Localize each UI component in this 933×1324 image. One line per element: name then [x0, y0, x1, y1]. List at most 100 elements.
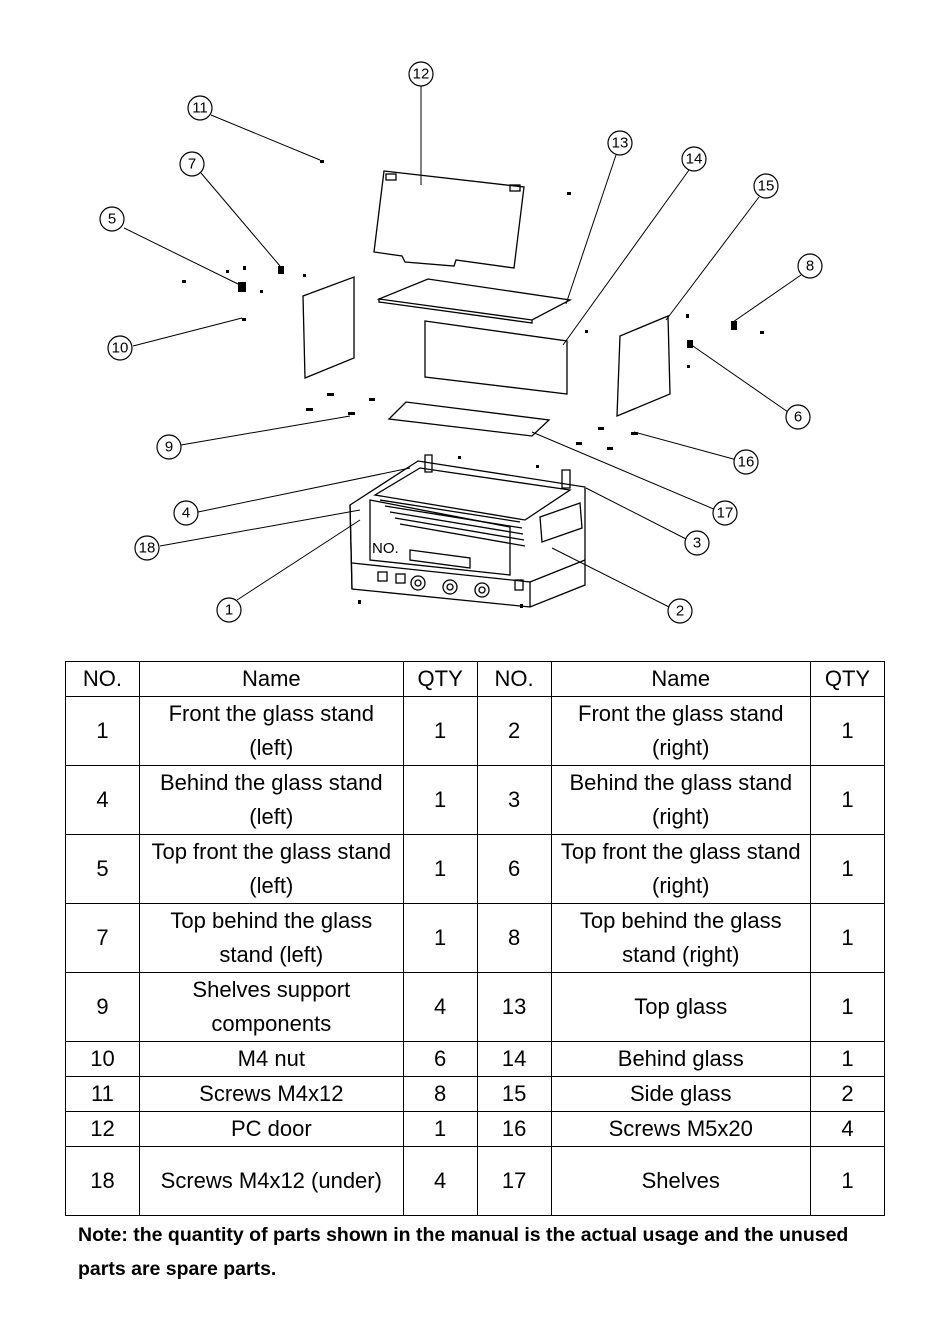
table-header-row: NO. Name QTY NO. Name QTY	[65, 661, 886, 697]
callout-14: 14	[686, 151, 703, 168]
callout-4-circle	[173, 500, 199, 526]
cell-no1: 10	[65, 1041, 140, 1077]
cell-name2: Behind glass	[550, 1041, 811, 1077]
cell-qty2: 4	[809, 1111, 886, 1147]
callout-12-circle	[408, 61, 434, 87]
cell-name1: Top front the glass stand (left)	[138, 834, 404, 904]
cell-qty1: 1	[402, 1111, 478, 1147]
cell-qty1: 8	[402, 1076, 478, 1112]
callout-15: 15	[758, 178, 775, 195]
header-qty-2: QTY	[809, 661, 886, 697]
machine-body	[349, 454, 586, 608]
callout-12: 12	[413, 66, 430, 83]
cell-qty2: 1	[809, 696, 886, 766]
callout-6: 6	[794, 409, 802, 426]
cell-qty1: 1	[402, 696, 478, 766]
callout-15-circle	[753, 173, 779, 199]
cell-qty1: 4	[402, 972, 478, 1042]
callout-4: 4	[182, 505, 190, 522]
cell-name1: PC door	[138, 1111, 404, 1147]
cell-no1: 9	[65, 972, 140, 1042]
cell-qty1: 1	[402, 834, 478, 904]
cell-no2: 2	[476, 696, 552, 766]
cell-name1: Front the glass stand (left)	[138, 696, 404, 766]
cell-name1: Screws M4x12	[138, 1076, 404, 1112]
part-side-glass-left	[302, 276, 355, 379]
cell-name2: Top behind the glass stand (right)	[550, 903, 811, 973]
cell-no2: 13	[476, 972, 552, 1042]
cell-name2: Top glass	[550, 972, 811, 1042]
cell-no2: 16	[476, 1111, 552, 1147]
cell-name1: Screws M4x12 (under)	[138, 1146, 404, 1216]
callout-8: 8	[806, 258, 814, 275]
cell-qty1: 1	[402, 765, 478, 835]
callout-13-circle	[607, 130, 633, 156]
callout-3-circle	[684, 530, 710, 556]
callout-1: 1	[225, 602, 233, 619]
callout-7: 7	[188, 156, 196, 173]
cell-qty2: 1	[809, 1146, 886, 1216]
part-shelves	[387, 401, 551, 437]
cell-no2: 8	[476, 903, 552, 973]
cell-no2: 14	[476, 1041, 552, 1077]
door-clip-right	[509, 184, 521, 192]
header-name-2: Name	[550, 661, 811, 697]
callout-9-circle	[156, 434, 182, 460]
callout-10: 10	[112, 340, 129, 357]
callout-18-circle	[134, 535, 160, 561]
cell-qty2: 1	[809, 765, 886, 835]
callout-18: 18	[139, 540, 156, 557]
callout-1-circle	[216, 597, 242, 623]
cell-no1: 12	[65, 1111, 140, 1147]
cell-no2: 3	[476, 765, 552, 835]
callout-13: 13	[612, 135, 629, 152]
cell-qty1: 4	[402, 1146, 478, 1216]
cell-qty2: 1	[809, 1041, 886, 1077]
callout-7-circle	[179, 151, 205, 177]
cell-name2: Behind the glass stand (right)	[550, 765, 811, 835]
callout-17: 17	[717, 505, 734, 522]
machine-label: NO.	[372, 540, 399, 557]
header-name: Name	[138, 661, 404, 697]
callout-3: 3	[693, 535, 701, 552]
part-behind-glass	[424, 320, 568, 395]
cell-no1: 18	[65, 1146, 140, 1216]
cell-qty1: 6	[402, 1041, 478, 1077]
cell-no1: 4	[65, 765, 140, 835]
cell-qty2: 1	[809, 972, 886, 1042]
cell-name2: Side glass	[550, 1076, 811, 1112]
callout-14-circle	[681, 146, 707, 172]
cell-no1: 7	[65, 903, 140, 973]
callout-5-circle	[99, 206, 125, 232]
cell-qty1: 1	[402, 903, 478, 973]
callout-16-circle	[733, 449, 759, 475]
callout-9: 9	[165, 439, 173, 456]
cell-name2: Top front the glass stand (right)	[550, 834, 811, 904]
note-text: Note: the quantity of parts shown in the…	[78, 1224, 849, 1280]
cell-name2: Screws M5x20	[550, 1111, 811, 1147]
header-no: NO.	[65, 661, 140, 697]
part-top-glass	[376, 278, 573, 321]
cell-no1: 5	[65, 834, 140, 904]
cell-name2: Shelves	[550, 1146, 811, 1216]
cell-no2: 17	[476, 1146, 552, 1216]
cell-no2: 15	[476, 1076, 552, 1112]
cell-no1: 1	[65, 696, 140, 766]
callout-16: 16	[738, 454, 755, 471]
part-side-glass-right	[616, 315, 671, 417]
callout-11-circle	[187, 95, 213, 121]
header-no-2: NO.	[476, 661, 552, 697]
cell-no2: 6	[476, 834, 552, 904]
cell-qty2: 2	[809, 1076, 886, 1112]
callout-6-circle	[785, 404, 811, 430]
door-clip-left	[385, 173, 397, 181]
cell-name1: M4 nut	[138, 1041, 404, 1077]
